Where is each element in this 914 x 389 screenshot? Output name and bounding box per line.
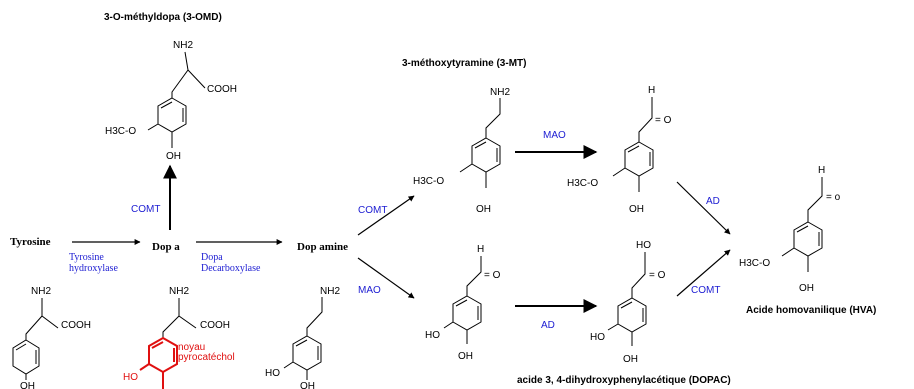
dopa-noyau-label-1: noyau	[178, 342, 205, 353]
omd-h3co: H3C-O	[105, 126, 136, 137]
ald-top-ring-double	[627, 145, 651, 166]
da-ring-double	[295, 339, 319, 360]
molecule-dopa-structure: NH2 COOH noyau pyrocatéchol HO	[123, 286, 235, 389]
arrow-dopac-to-hva	[676, 249, 731, 297]
dopa-nh2: NH2	[169, 286, 189, 297]
ald-top-o: = O	[655, 115, 672, 126]
arrow-dopamine-to-aldehyde	[357, 257, 415, 299]
molecule-3-omd: 3-O-méthyldopa (3-OMD) NH2 COOH H3C-O OH	[104, 12, 237, 162]
ald-top-chain	[638, 97, 653, 142]
dopa-sidechain	[162, 298, 197, 338]
enzyme-comt-dopamine: COMT	[358, 205, 387, 216]
mt-nh2: NH2	[490, 87, 510, 98]
dopac-chain	[631, 252, 646, 298]
molecule-hva: H = o H3C-O OH Acide homovanilique (HVA)	[739, 165, 876, 316]
da-oh: OH	[300, 381, 315, 389]
dopac-title: acide 3, 4-dihydroxyphenylacétique (DOPA…	[517, 375, 731, 386]
enzyme-tyrosine-hydroxylase-2: hydroxylase	[69, 263, 118, 274]
hva-h3co: H3C-O	[739, 258, 770, 269]
arrow-aldehyde-to-hva	[676, 181, 731, 235]
ald-top-substituents	[612, 167, 640, 192]
ald-top-h: H	[648, 85, 655, 96]
ald-bot-ho: HO	[425, 330, 440, 341]
ald-top-h3co: H3C-O	[567, 178, 598, 189]
tyrosine-label: Tyrosine	[10, 236, 51, 248]
dopac-oh: OH	[623, 354, 638, 365]
da-sidechain	[306, 297, 323, 336]
ald-bot-ring	[452, 295, 482, 331]
dopac-ring-double	[620, 301, 644, 322]
ald-top-ring	[624, 141, 654, 177]
molecule-dopac: HO = O HO OH acide 3, 4-dihydroxyphenyla…	[517, 240, 731, 386]
omd-ring	[157, 97, 187, 133]
hva-ring-double	[796, 225, 820, 246]
da-substituents	[283, 361, 308, 380]
enzyme-tyrosine-hydroxylase-1: Tyrosine	[69, 252, 104, 263]
mt-ring-double	[474, 141, 498, 162]
tyr-ring	[12, 339, 40, 375]
molecule-3-mt: 3-méthoxytyramine (3-MT) NH2 H3C-O OH	[402, 58, 526, 215]
arrow-dopamine-to-3mt	[357, 195, 415, 236]
ald-top-oh: OH	[629, 204, 644, 215]
tyr-cooh: COOH	[61, 320, 91, 331]
da-nh2: NH2	[320, 286, 340, 297]
dopa-ho: HO	[123, 372, 138, 383]
ald-bot-substituents	[443, 321, 468, 344]
enzyme-mao-mt: MAO	[543, 130, 566, 141]
hva-oh: OH	[799, 283, 814, 294]
dopac-o: = O	[649, 270, 666, 281]
enzyme-ad-top: AD	[706, 196, 720, 207]
molecule-dopamine-aldehyde: H = O HO OH	[425, 244, 501, 362]
omd-oh: OH	[166, 151, 181, 162]
hva-title: Acide homovanilique (HVA)	[746, 305, 876, 316]
enzyme-comt-dopa: COMT	[131, 204, 160, 215]
enzyme-dopa-decarboxylase-1: Dopa	[201, 252, 223, 263]
tyr-ring-double	[15, 343, 37, 364]
omd-sidechain	[171, 51, 206, 98]
tyr-sidechain	[25, 298, 59, 340]
enzyme-dopa-decarboxylase-2: Decarboxylase	[201, 263, 261, 274]
dopac-ho: HO	[590, 332, 605, 343]
da-ho: HO	[265, 368, 280, 379]
enzyme-comt-dopac: COMT	[691, 285, 720, 296]
ald-bot-o: = O	[484, 270, 501, 281]
dopac-substituents	[607, 323, 633, 346]
dopamine-label: Dop amine	[297, 241, 348, 253]
dopa-ring-double-highlight	[139, 341, 175, 389]
dopac-ho-top: HO	[636, 240, 651, 251]
enzyme-mao-dopamine: MAO	[358, 285, 381, 296]
hva-h: H	[818, 165, 825, 176]
mt-h3co: H3C-O	[413, 176, 444, 187]
ald-bot-oh: OH	[458, 351, 473, 362]
enzyme-ad-dopac: AD	[541, 320, 555, 331]
omd-ring-double	[160, 101, 184, 122]
ald-bot-ring-double	[455, 299, 479, 320]
tyr-nh2: NH2	[31, 286, 51, 297]
hva-o: = o	[826, 192, 841, 203]
dopac-ring	[617, 297, 647, 333]
mt-ring	[471, 137, 501, 173]
dopa-noyau-label-2: pyrocatéchol	[178, 352, 235, 363]
molecule-tyrosine-structure: NH2 COOH OH	[12, 286, 91, 389]
omd-substituents	[147, 123, 173, 148]
molecule-dopamine-structure: NH2 HO OH	[265, 286, 340, 389]
omd-nh2: NH2	[173, 40, 193, 51]
mt-substituents	[459, 163, 487, 188]
omd-title: 3-O-méthyldopa (3-OMD)	[104, 12, 222, 23]
hva-substituents	[781, 247, 809, 272]
ald-bot-chain	[466, 256, 482, 296]
mt-title: 3-méthoxytyramine (3-MT)	[402, 58, 526, 69]
dopa-cooh: COOH	[200, 320, 230, 331]
hva-chain	[807, 177, 823, 222]
molecule-mt-aldehyde: H = O H3C-O OH	[567, 85, 672, 215]
tyr-oh: OH	[20, 381, 35, 389]
da-ring	[292, 335, 322, 371]
mt-sidechain	[485, 98, 501, 138]
omd-cooh: COOH	[207, 84, 237, 95]
ald-bot-h: H	[477, 244, 484, 255]
mt-oh: OH	[476, 204, 491, 215]
hva-ring	[793, 221, 823, 257]
dopa-label: Dop a	[152, 241, 180, 253]
